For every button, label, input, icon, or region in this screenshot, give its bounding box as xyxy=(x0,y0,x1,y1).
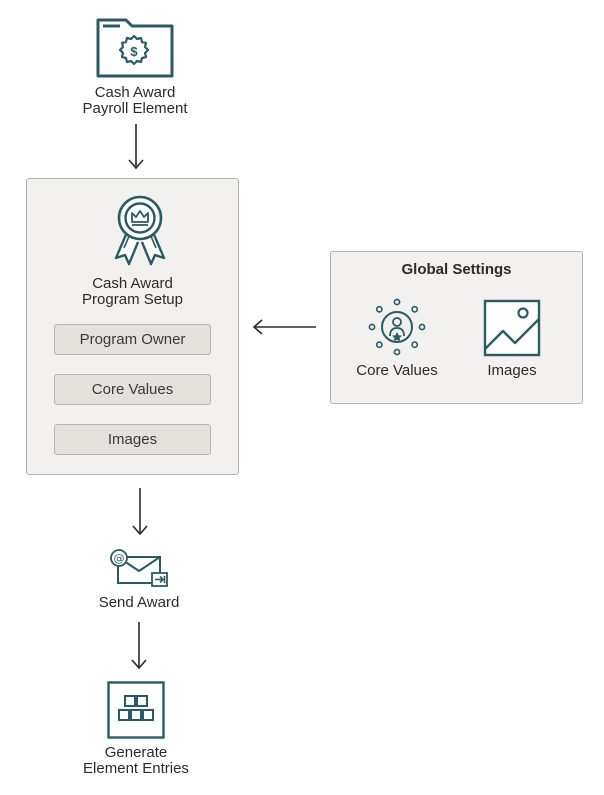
arrow-left xyxy=(252,319,316,335)
generate-entries-line2: Element Entries xyxy=(83,760,189,777)
images-item: Images xyxy=(54,424,211,455)
payroll-element-title-line1: Cash Award xyxy=(94,84,176,101)
email-send-icon: @ xyxy=(110,549,168,587)
image-icon xyxy=(483,299,541,357)
arrow-down-2 xyxy=(132,488,148,536)
payroll-element-title-line2: Payroll Element xyxy=(82,100,188,117)
global-images-label: Images xyxy=(487,362,537,379)
arrow-down-1 xyxy=(128,124,144,170)
arrow-down-3 xyxy=(131,622,147,670)
grid-blocks-icon xyxy=(107,681,165,739)
core-values-icon xyxy=(368,298,426,356)
program-owner-item: Program Owner xyxy=(54,324,211,355)
global-settings-title: Global Settings xyxy=(401,261,512,278)
program-setup-title-line1: Cash Award xyxy=(92,275,173,292)
program-setup-title-line2: Program Setup xyxy=(82,291,183,308)
generate-entries-line1: Generate xyxy=(104,744,168,761)
dollar-folder-icon: $ xyxy=(96,18,174,78)
send-award-label: Send Award xyxy=(98,594,180,611)
award-ribbon-icon xyxy=(114,195,166,266)
svg-text:@: @ xyxy=(114,552,125,565)
global-core-values-label: Core Values xyxy=(356,362,438,379)
core-values-item: Core Values xyxy=(54,374,211,405)
global-settings-panel: Global Settings Core Values Images xyxy=(330,251,583,404)
svg-text:$: $ xyxy=(130,44,138,59)
